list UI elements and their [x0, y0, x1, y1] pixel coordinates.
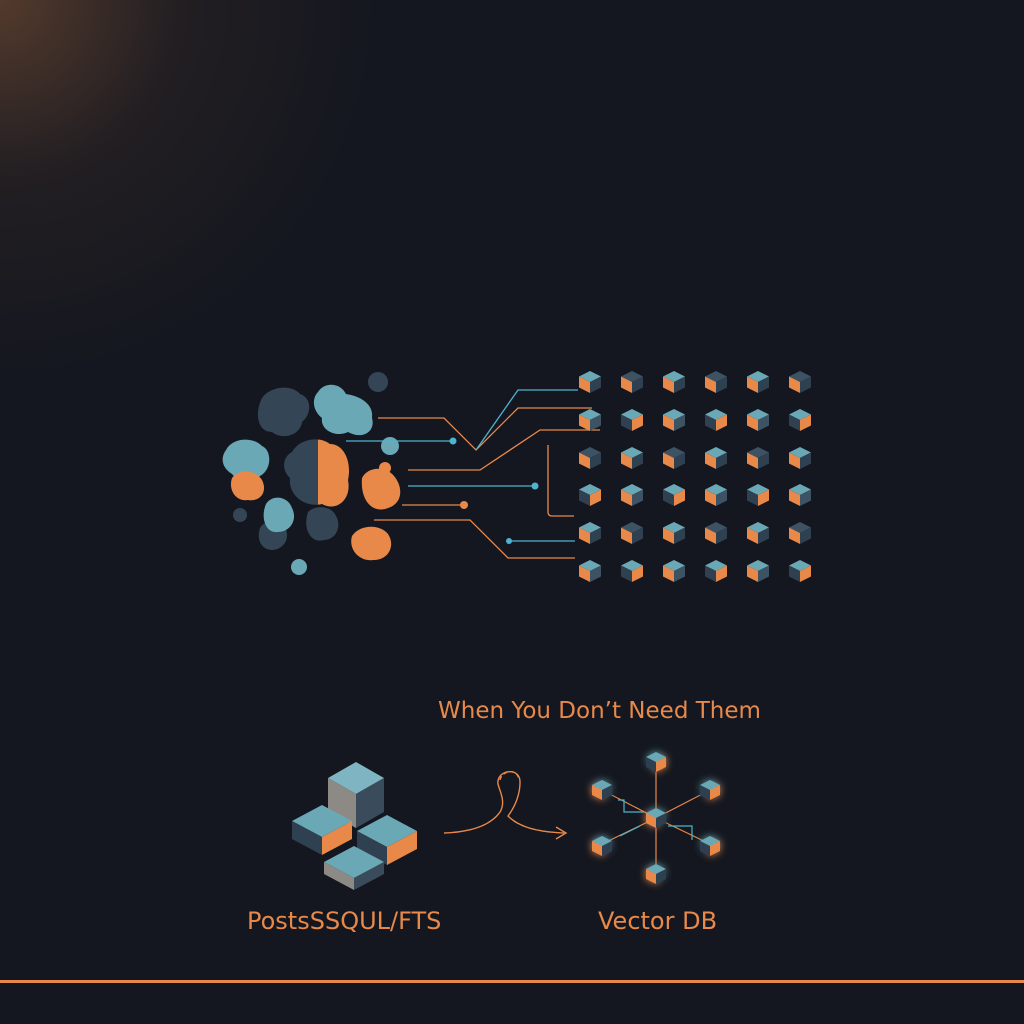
- cube: [789, 371, 811, 393]
- cube: [663, 447, 685, 469]
- cube: [646, 864, 666, 884]
- connector-lines: [346, 389, 600, 559]
- connector-line: [547, 445, 574, 517]
- connector-line: [378, 407, 592, 451]
- cube: [789, 447, 811, 469]
- cube: [621, 560, 643, 582]
- blob: [257, 387, 310, 437]
- cube: [663, 484, 685, 506]
- connector-line: [408, 429, 600, 471]
- blob: [379, 462, 391, 474]
- cube: [747, 560, 769, 582]
- cube: [663, 522, 685, 544]
- bottom-divider: [0, 980, 1024, 983]
- subtitle: When You Don’t Need Them: [438, 698, 761, 724]
- blob: [291, 559, 307, 575]
- connector-node: [531, 482, 539, 490]
- connector-node: [449, 437, 457, 445]
- cube: [357, 815, 417, 865]
- connector-line: [475, 389, 578, 451]
- cube: [646, 752, 666, 772]
- cube: [789, 409, 811, 431]
- blob: [263, 497, 295, 533]
- cube: [646, 808, 666, 828]
- cube: [292, 805, 352, 855]
- looping-arrow-icon: [443, 771, 568, 840]
- blob: [381, 437, 399, 455]
- cube: [700, 836, 720, 856]
- cube: [621, 447, 643, 469]
- cube: [705, 484, 727, 506]
- cube: [789, 560, 811, 582]
- data-blobs-icon: [222, 372, 401, 575]
- cube: [579, 484, 601, 506]
- cube-grid-icon: [579, 371, 811, 582]
- cube: [579, 409, 601, 431]
- cube: [747, 522, 769, 544]
- cube: [592, 780, 612, 800]
- blob: [361, 468, 401, 510]
- vector-db-label: Vector DB: [598, 907, 718, 935]
- cube: [747, 484, 769, 506]
- cube: [621, 371, 643, 393]
- cube: [789, 484, 811, 506]
- cube: [592, 836, 612, 856]
- cube: [621, 409, 643, 431]
- cube: [705, 447, 727, 469]
- cube: [747, 409, 769, 431]
- cube: [705, 371, 727, 393]
- blob: [306, 507, 339, 541]
- cube: [747, 371, 769, 393]
- connector-node: [506, 538, 512, 544]
- cube: [705, 522, 727, 544]
- network-cubes-icon: [592, 752, 720, 884]
- cube: [747, 447, 769, 469]
- cube: [579, 560, 601, 582]
- cube: [621, 484, 643, 506]
- cube: [579, 522, 601, 544]
- blob: [230, 471, 265, 501]
- postgres-fts-label: PostsSSQUL/FTS: [247, 907, 442, 935]
- cube: [324, 846, 384, 890]
- connector-line: [374, 519, 575, 559]
- cube: [705, 560, 727, 582]
- cube: [663, 371, 685, 393]
- stacked-cubes-icon: [292, 762, 417, 890]
- cube: [789, 522, 811, 544]
- cube: [621, 522, 643, 544]
- blob: [233, 508, 247, 522]
- blob: [222, 439, 270, 482]
- blob: [313, 384, 373, 436]
- connector-node: [460, 501, 468, 509]
- cube: [663, 409, 685, 431]
- cube: [663, 560, 685, 582]
- cube: [700, 780, 720, 800]
- blob: [368, 372, 388, 392]
- cube: [579, 447, 601, 469]
- cube: [705, 409, 727, 431]
- cube: [579, 371, 601, 393]
- blob: [351, 526, 392, 561]
